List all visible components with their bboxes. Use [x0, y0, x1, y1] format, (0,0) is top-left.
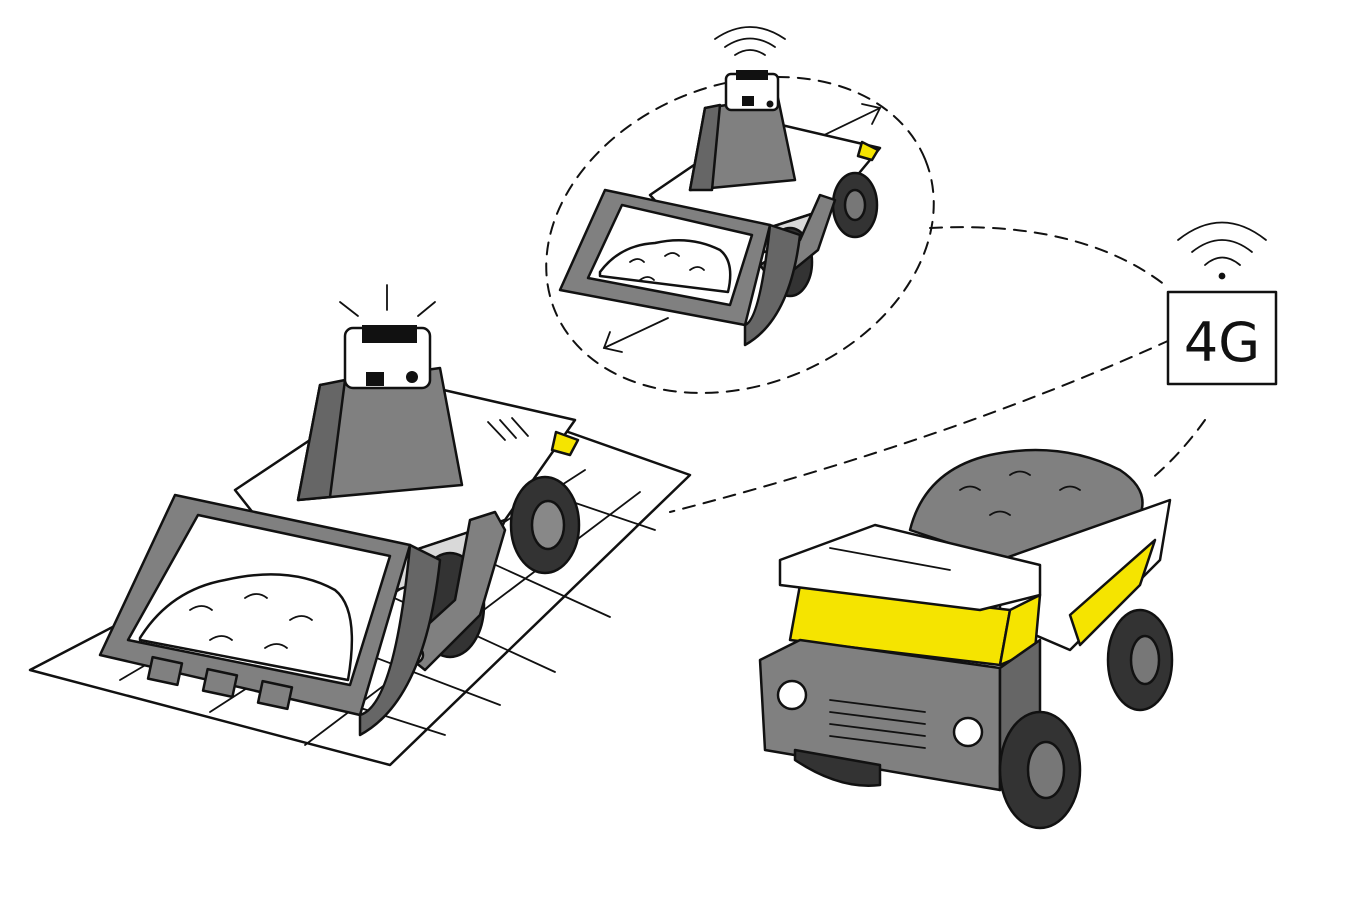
dump-truck: [758, 448, 1174, 830]
link-loader-to-4g: [929, 226, 1166, 286]
light-rays-icon: [339, 284, 436, 317]
truck-canopy: [778, 523, 1042, 612]
bucket-teeth: [146, 655, 294, 711]
wifi-signal-icon: [714, 26, 786, 56]
truck-wheel-left: [793, 748, 882, 787]
loader-back: [558, 26, 882, 347]
link-4g-to-truck: [1149, 419, 1206, 481]
bucket-load-front: [138, 573, 354, 682]
truck-headlight-right: [952, 716, 984, 748]
network-badge: 4G: [1166, 221, 1278, 386]
headlight-front: [550, 430, 580, 457]
arrow-backward: [603, 317, 669, 349]
wifi-signal-icon: [1177, 221, 1267, 280]
loader-front: [98, 284, 581, 737]
bucket-load-back: [598, 238, 732, 294]
headlight-back: [856, 140, 880, 162]
network-links: [545, 76, 1206, 513]
arrow-forward: [817, 107, 881, 139]
truck-headlight-left: [776, 679, 808, 711]
truck-bed-stripe: [1068, 538, 1157, 647]
badge-label: 4G: [1184, 311, 1260, 374]
badge-box: [1166, 290, 1278, 386]
orbit-path: [545, 76, 935, 394]
truck-grille: [829, 699, 926, 749]
link-4g-to-front-loader: [669, 339, 1171, 513]
